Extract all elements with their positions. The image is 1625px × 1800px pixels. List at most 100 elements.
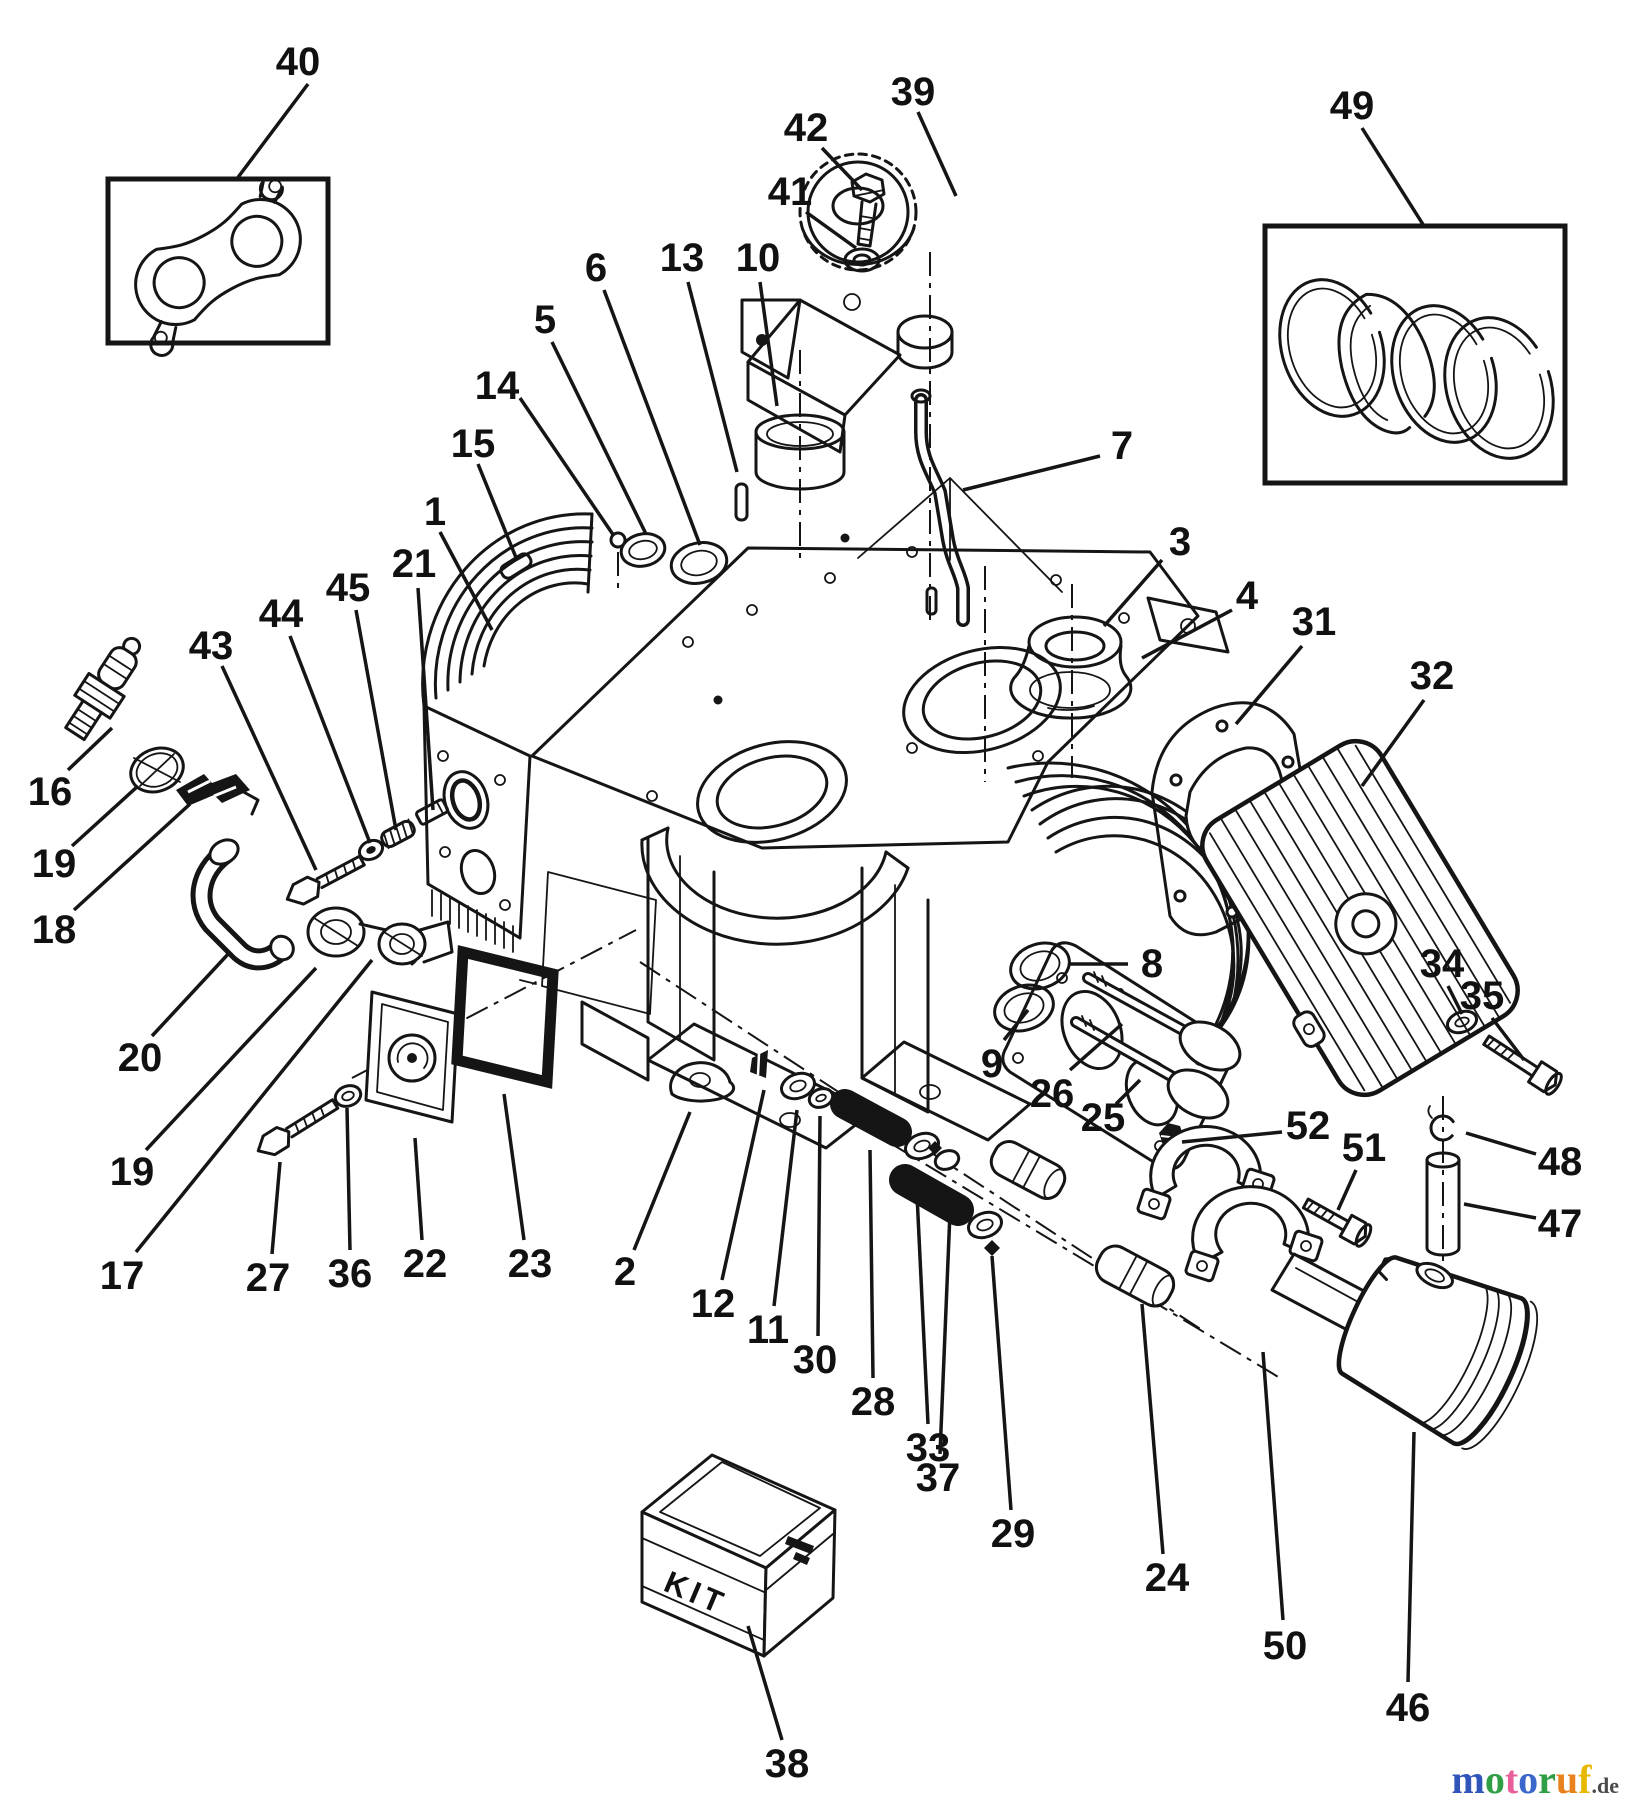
callout-label-18: 18 <box>32 908 77 952</box>
callout-leader-10 <box>758 281 779 407</box>
spring-retainer-11b <box>904 1131 940 1161</box>
callout-leader-16 <box>66 726 114 772</box>
rod-bolt-51 <box>1301 1197 1373 1248</box>
callout-leader-17 <box>134 958 374 1254</box>
callout-label-30: 30 <box>793 1338 838 1382</box>
callout-label-15: 15 <box>451 422 496 466</box>
callout-label-45: 45 <box>326 566 371 610</box>
hose-20 <box>190 838 295 971</box>
callout-label-20: 20 <box>118 1036 163 1080</box>
washer-34 <box>1445 1009 1479 1035</box>
callout-label-12: 12 <box>691 1282 736 1326</box>
callout-leader-49 <box>1360 127 1426 227</box>
inset-frame-40 <box>105 176 331 346</box>
breather-fittings-17-19 <box>306 906 454 966</box>
callout-label-41: 41 <box>768 170 813 214</box>
kit-box-38 <box>640 1453 837 1658</box>
callout-label-34: 34 <box>1420 942 1465 986</box>
cup-plug-2 <box>669 1061 736 1103</box>
callout-leader-20 <box>150 950 232 1038</box>
callout-label-29: 29 <box>991 1512 1036 1556</box>
callout-label-2: 2 <box>614 1250 636 1294</box>
callout-leader-3 <box>1102 558 1164 628</box>
callout-label-11: 11 <box>747 1308 789 1352</box>
callout-leader-26 <box>1068 1022 1124 1072</box>
callout-label-13: 13 <box>660 236 705 280</box>
callout-leader-13 <box>686 281 739 473</box>
callout-label-10: 10 <box>736 236 781 280</box>
callout-leader-9 <box>1002 1008 1030 1042</box>
spark-plug-16 <box>64 636 142 742</box>
bolt-42 <box>850 172 886 248</box>
callout-label-42: 42 <box>784 106 829 150</box>
callout-leader-38 <box>746 1625 784 1741</box>
callout-leader-4 <box>1141 608 1233 660</box>
watermark-letter: u <box>1555 1757 1579 1800</box>
valve-keepers-12 <box>750 1050 768 1078</box>
callout-leader-14 <box>518 397 616 537</box>
callout-leader-44 <box>288 635 372 844</box>
callout-leader-37 <box>938 1211 952 1455</box>
callout-label-48: 48 <box>1538 1140 1583 1184</box>
callout-leader-5 <box>550 341 648 535</box>
callout-leader-22 <box>413 1137 424 1241</box>
callout-label-26: 26 <box>1030 1072 1075 1116</box>
watermark-letter: o <box>1484 1757 1505 1800</box>
callout-leader-18 <box>72 802 192 912</box>
callout-leader-39 <box>916 111 958 197</box>
bolt-35 <box>1482 1034 1563 1096</box>
dowel-pin-15 <box>499 552 533 580</box>
callout-label-23: 23 <box>508 1242 553 1286</box>
retainer-33 <box>928 1141 961 1171</box>
watermark-letter: f <box>1578 1757 1592 1800</box>
cover-plate-22 <box>364 990 460 1124</box>
washer-19a <box>129 746 185 794</box>
callout-leader-48 <box>1465 1131 1537 1156</box>
callout-leader-1 <box>438 531 494 631</box>
rod-cap <box>1136 1125 1276 1221</box>
watermark-suffix: .de <box>1591 1773 1620 1798</box>
spring-retainer-33b <box>967 1210 1003 1256</box>
watermark-letter: t <box>1504 1757 1519 1800</box>
callout-leader-41 <box>804 210 858 250</box>
callout-leader-19 <box>144 966 318 1152</box>
valve-stem-seal-30 <box>807 1087 835 1109</box>
washer-44 <box>357 838 385 862</box>
bolt-43 <box>285 854 366 906</box>
circlip-48 <box>1427 1105 1457 1142</box>
callout-leader-42 <box>820 146 864 192</box>
callout-label-16: 16 <box>28 770 73 814</box>
callout-label-32: 32 <box>1410 654 1455 698</box>
valve-spring-28b <box>889 1164 974 1226</box>
callout-label-28: 28 <box>851 1380 896 1424</box>
callout-leader-25 <box>1114 1078 1142 1106</box>
callout-leader-15 <box>476 463 519 561</box>
callout-label-37: 37 <box>916 1456 961 1500</box>
callout-label-19: 19 <box>110 1150 155 1194</box>
callout-leader-24 <box>1140 1303 1165 1555</box>
callout-label-21: 21 <box>392 542 437 586</box>
seal-stack-3 <box>1009 615 1133 720</box>
valve-spring-28a <box>830 1089 912 1147</box>
callout-leader-28 <box>868 1149 875 1379</box>
gasket-40 <box>134 179 302 357</box>
clamp-18 <box>176 774 260 816</box>
callout-leader-47 <box>1463 1202 1537 1220</box>
bolt-27 <box>256 1098 340 1157</box>
callout-label-19: 19 <box>32 842 77 886</box>
spring-45 <box>380 818 416 850</box>
callout-label-8: 8 <box>1141 942 1163 986</box>
watermark-letter: o <box>1518 1757 1539 1800</box>
callout-leader-23 <box>502 1093 526 1241</box>
callout-label-38: 38 <box>765 1742 810 1786</box>
callout-label-35: 35 <box>1460 974 1505 1018</box>
callout-label-49: 49 <box>1330 84 1375 128</box>
callout-leader-7 <box>962 454 1101 492</box>
callout-label-3: 3 <box>1169 520 1191 564</box>
callout-leader-31 <box>1234 644 1304 726</box>
watermark-letter: m <box>1451 1757 1485 1800</box>
pin-21 <box>415 798 449 826</box>
